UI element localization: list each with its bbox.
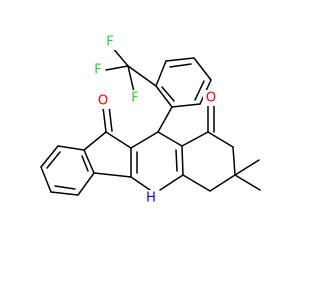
bond-c3-c4 [209, 174, 236, 192]
bond-benzo-2 [40, 145, 59, 168]
atom-o-right: O [206, 91, 216, 106]
atom-label-layer: O O H F F F [91, 34, 219, 206]
bond-c4a-c9a [181, 145, 184, 176]
bond-benzo-double-1 [46, 151, 61, 169]
bond-c3-me2 [234, 174, 261, 191]
bond-aryl-2 [165, 57, 195, 62]
bond-c1-c2 [207, 131, 234, 148]
atom-o-top: O [98, 94, 108, 109]
bond-cf3-aryl [127, 65, 157, 87]
atom-bg-f3 [128, 90, 142, 106]
bond-c3-me1 [234, 159, 260, 176]
bond-f1-c [111, 46, 129, 67]
atom-bg-f2 [91, 62, 105, 78]
bond-aryl-6 [155, 85, 173, 108]
bond-layer [40, 46, 261, 196]
bond-benzo-double-3 [81, 155, 89, 172]
bond-c4a-n [159, 174, 184, 191]
bond-ch-ring-left [130, 131, 159, 149]
atom-f2: F [94, 63, 101, 78]
bond-n-c5a [130, 176, 151, 191]
bond-c9a-c1 [181, 131, 209, 147]
atom-nh: H [146, 191, 156, 206]
bond-benzo-1 [57, 145, 85, 151]
atom-bg-nh [143, 190, 159, 206]
bond-benzo-4 [50, 191, 79, 196]
bond-f3-c [127, 65, 135, 93]
bond-aryl-5 [171, 103, 201, 108]
bond-ch-ring-right [157, 131, 183, 147]
bond-c4a-c9a-double [175, 149, 178, 172]
atom-bg-o-right [203, 90, 219, 106]
bond-c11-o [102, 106, 107, 133]
bond-benzo-3 [40, 166, 52, 193]
bond-f2-c [105, 65, 129, 71]
bond-c11a-c4b [83, 149, 95, 174]
bond-c4-c4a [182, 174, 211, 192]
bond-benzo-5 [77, 172, 95, 196]
bond-aryl-3 [193, 57, 212, 81]
bond-benzo-double-2 [54, 185, 76, 190]
bond-c11-c11a [83, 131, 107, 151]
bond-c11-o-double [108, 105, 113, 132]
bond-aryl-double-3 [161, 86, 175, 102]
bond-c10a-c11 [105, 131, 132, 149]
bond-c2-c3 [232, 146, 236, 176]
atom-f1: F [106, 35, 113, 50]
atom-f3: F [131, 91, 138, 106]
bond-aryl-1 [155, 60, 167, 87]
bond-aryl-ch [157, 106, 173, 133]
atom-bg-o-top [95, 93, 111, 109]
atom-bg-f1 [103, 34, 117, 50]
bond-c4b-c5a [93, 172, 132, 178]
bond-aryl-double-2 [194, 80, 205, 101]
molecule-structure: O O H F F F [40, 34, 261, 206]
bond-aryl-double-1 [169, 63, 192, 68]
